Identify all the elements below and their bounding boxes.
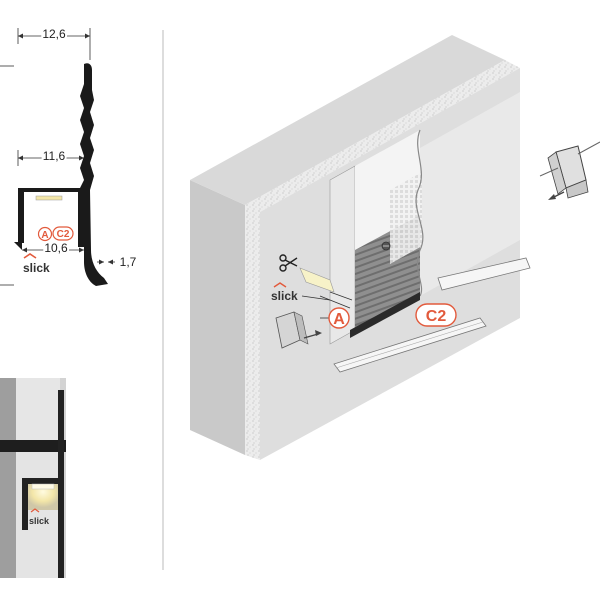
assembly-callout-a: A	[320, 307, 350, 329]
clip-arrow-icon	[548, 191, 565, 200]
wall-side	[190, 180, 245, 455]
profile-brand-label: slick	[23, 261, 50, 275]
assembly-brand-label: slick	[271, 289, 298, 303]
dimension-bottom-width-label: 10,6	[44, 241, 68, 255]
installed-detail: slick	[0, 378, 66, 578]
diffuser-strip-upper	[437, 257, 531, 291]
profile-callout-a: A	[41, 230, 48, 241]
wall-cut-edge	[245, 60, 520, 460]
dimension-lip: 1,7	[97, 255, 137, 269]
dimension-inner-width: 11,6	[17, 147, 84, 166]
assembly-slick-logo-icon: slick	[271, 282, 298, 303]
installed-slick-logo-icon: slick	[29, 508, 50, 526]
wall-top	[190, 35, 505, 205]
dimension-top-width-label: 12,6	[42, 27, 66, 41]
mesh-tape	[390, 172, 422, 264]
led-strip	[35, 195, 63, 201]
assembly-callout-c2: C2	[415, 303, 457, 327]
scissors-icon	[279, 254, 298, 272]
dimension-bottom-width: 10,6	[14, 239, 84, 257]
profile-cross-section: 12,6 11,6 A C2 10,6	[0, 25, 137, 286]
assembly-callout-a-label: A	[333, 311, 345, 328]
wall-assembly: A C2 slick	[190, 35, 600, 460]
dimension-lip-label: 1,7	[120, 255, 137, 269]
mounting-clip	[539, 141, 600, 199]
led-strip-tail	[299, 267, 335, 293]
profile-callout-c2: C2	[57, 229, 70, 240]
installed-brand-label: slick	[29, 516, 50, 526]
arrow-icon	[303, 330, 322, 339]
profile-callouts: A C2	[37, 226, 74, 242]
dimension-inner-width-label: 11,6	[43, 149, 66, 163]
assembly-callout-c2-label: C2	[426, 308, 447, 325]
slick-logo-icon: slick	[23, 253, 50, 275]
profile-shape	[18, 63, 108, 286]
dimension-top-width: 12,6	[17, 25, 91, 60]
